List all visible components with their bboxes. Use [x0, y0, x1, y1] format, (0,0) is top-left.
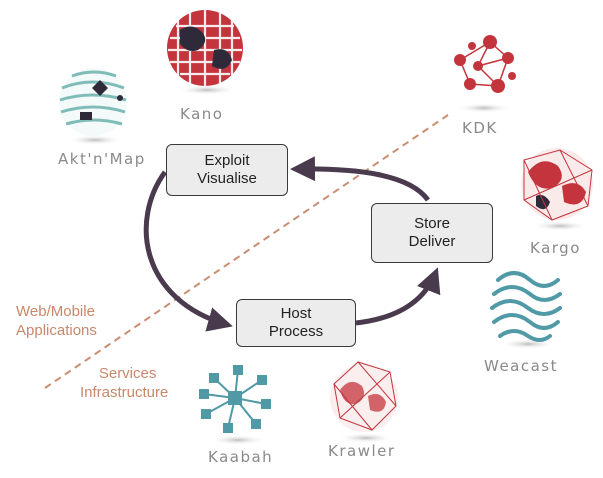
krawler-label: Krawler [328, 442, 396, 460]
infra-zone-line-2: Infrastructure [80, 384, 169, 401]
arrow-host-to-store [355, 267, 441, 326]
exploit-visualise-box: Exploit Visualise [166, 144, 288, 196]
kdk-logo-icon [454, 35, 516, 113]
apps-zone-line-2: Applications [16, 322, 97, 339]
apps-zone-label: Web/Mobile Applications [16, 302, 97, 340]
process-label: Process [268, 323, 324, 340]
kargo-logo-icon [521, 148, 593, 231]
infra-zone-label: Services Infrastructure [80, 364, 168, 402]
apps-zone-line-1: Web/Mobile [16, 303, 95, 320]
kargo-label: Kargo [530, 239, 581, 257]
weacast-logo-icon [490, 271, 562, 349]
arrow-exploit-to-host [143, 170, 233, 332]
aktnmap-label: Akt'n'Map [58, 150, 146, 168]
infra-zone-line-1: Services [98, 365, 157, 382]
kaabah-logo-icon [199, 365, 271, 445]
kano-logo-icon [167, 10, 243, 95]
arrow-store-to-exploit [290, 156, 431, 202]
host-process-box: Host Process [236, 299, 356, 347]
store-deliver-box: Store Deliver [371, 203, 493, 263]
krawler-logo-icon [330, 361, 398, 443]
host-label: Host [280, 305, 312, 322]
exploit-label: Exploit [204, 152, 250, 169]
kano-label: Kano [180, 105, 224, 123]
apps-services-divider [44, 114, 449, 389]
kaabah-label: Kaabah [208, 448, 274, 466]
kdk-label: KDK [462, 119, 498, 137]
deliver-label: Deliver [408, 233, 456, 250]
weacast-label: Weacast [484, 357, 559, 375]
visualise-label: Visualise [197, 170, 257, 187]
aktnmap-logo-icon [59, 68, 127, 145]
store-label: Store [414, 215, 450, 232]
